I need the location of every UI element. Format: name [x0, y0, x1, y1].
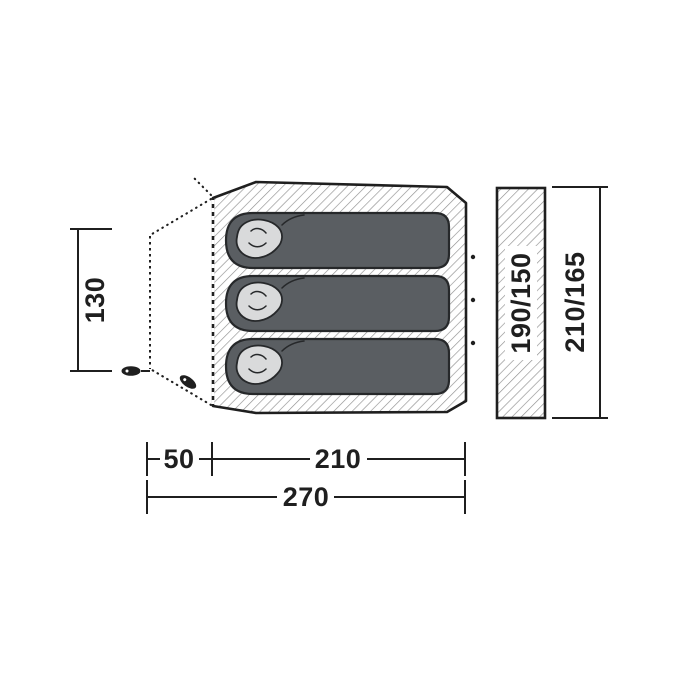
vestibule-edge-top — [150, 197, 213, 236]
sleeping-pad — [224, 274, 451, 333]
front-height-label: 130 — [80, 277, 110, 324]
tent-peg-icon — [121, 366, 141, 376]
inner-width-label: 210 — [315, 444, 362, 474]
inner-height-bar: 190/150 — [495, 186, 547, 420]
guyline-top-left — [190, 174, 213, 197]
total-width-label: 270 — [283, 482, 330, 512]
outer-height-dimension: 210/165 — [552, 186, 608, 419]
inner-height-label: 190/150 — [506, 252, 536, 353]
bottom-dimension-row-2: 270 — [146, 480, 466, 514]
front-height-dimension: 130 — [70, 228, 112, 372]
sleeping-pad — [224, 211, 451, 270]
sleeping-pads — [224, 211, 451, 396]
bottom-dimension-row-1: 50 210 — [146, 442, 466, 476]
vestibule-edge-bottom — [150, 368, 213, 407]
vestibule-lines — [141, 174, 213, 407]
sleeping-pad — [224, 337, 451, 396]
tent-peg-icon — [179, 375, 197, 389]
outer-height-label: 210/165 — [560, 251, 590, 352]
right-edge-dots — [470, 254, 476, 346]
vestibule-depth-label: 50 — [163, 444, 194, 474]
